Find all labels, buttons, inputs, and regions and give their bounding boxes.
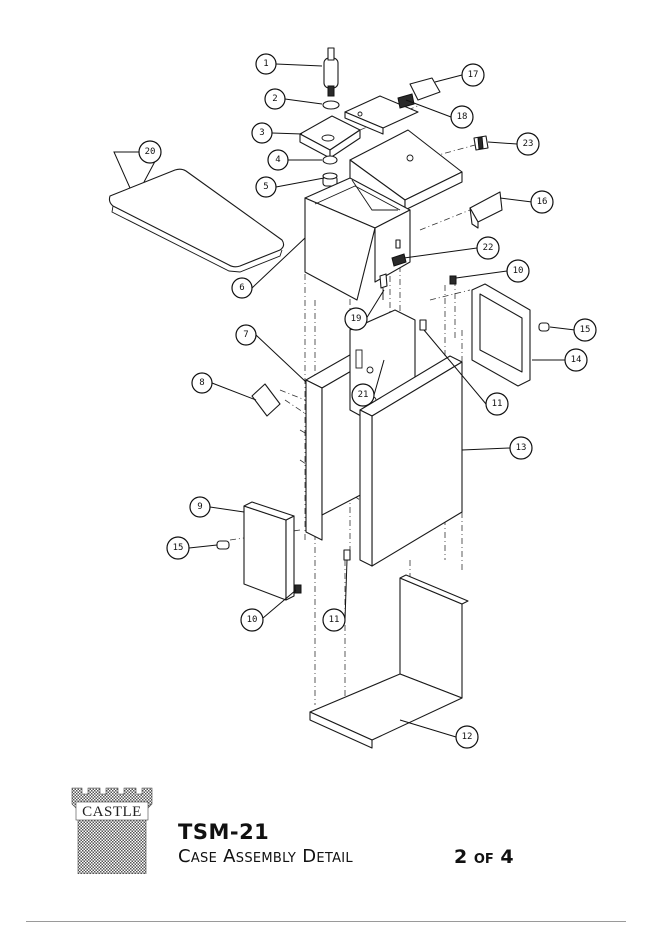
part-15-knob-right	[539, 323, 549, 331]
part-10-hinge-upper	[450, 276, 456, 284]
part-19-connector	[380, 274, 387, 300]
part-11-hinge-lower	[344, 550, 350, 560]
part-14-frame	[472, 284, 530, 386]
callout-1: 1	[256, 54, 276, 74]
part-16-bracket	[470, 192, 502, 228]
callout-11-lower: 11	[323, 609, 345, 631]
callout-6: 6	[232, 278, 252, 298]
drawing-title: Case Assembly Detail	[178, 846, 353, 867]
callout-23-label: 23	[523, 139, 534, 149]
part-17-clip	[398, 78, 440, 108]
callout-9-label: 9	[197, 502, 202, 512]
sheet-number: 2 of 4	[454, 846, 514, 868]
callout-13: 13	[510, 437, 532, 459]
callout-16-label: 16	[537, 197, 548, 207]
callout-8: 8	[192, 373, 212, 393]
model-number: TSM-21	[178, 820, 269, 844]
callout-7: 7	[236, 325, 256, 345]
callout-1-label: 1	[263, 59, 268, 69]
part-15-knob-left	[217, 541, 229, 549]
callout-18-label: 18	[457, 112, 468, 122]
part-23-block	[474, 136, 488, 150]
callout-8-label: 8	[199, 378, 204, 388]
callout-23: 23	[517, 133, 539, 155]
callout-11-lower-label: 11	[329, 615, 340, 625]
callout-14-label: 14	[571, 355, 582, 365]
callout-3-label: 3	[259, 128, 264, 138]
page-bottom-rule	[26, 921, 626, 922]
callout-22: 22	[477, 237, 499, 259]
part-9-side-door	[244, 502, 294, 600]
callout-5: 5	[256, 177, 276, 197]
callout-13-label: 13	[516, 443, 527, 453]
callout-4-label: 4	[275, 155, 280, 165]
part-10-hinge-lower	[295, 585, 301, 593]
castle-logo: CASTLE	[70, 784, 154, 874]
callout-10-upper-label: 10	[513, 266, 524, 276]
callout-19-label: 19	[351, 314, 362, 324]
callout-12: 12	[456, 726, 478, 748]
part-5-bushing	[323, 173, 337, 186]
callout-5-label: 5	[263, 182, 268, 192]
callout-11-upper: 11	[486, 393, 508, 415]
callout-4: 4	[268, 150, 288, 170]
callout-2-label: 2	[272, 94, 277, 104]
part-2-washer	[323, 101, 339, 109]
part-1-cylinder	[324, 48, 338, 96]
part-12-base	[310, 575, 468, 748]
callout-10-upper: 10	[507, 260, 529, 282]
callout-6-label: 6	[239, 283, 244, 293]
callout-9: 9	[190, 497, 210, 517]
part-3-bracket	[300, 116, 360, 158]
callout-10-lower-label: 10	[247, 615, 258, 625]
callout-2: 2	[265, 89, 285, 109]
callout-3: 3	[252, 123, 272, 143]
callout-21: 21	[352, 384, 374, 406]
part-11-hinge-upper	[420, 320, 426, 330]
callout-21-label: 21	[358, 390, 369, 400]
callout-16: 16	[531, 191, 553, 213]
callout-22-label: 22	[483, 243, 494, 253]
callout-18: 18	[451, 106, 473, 128]
callout-20: 20	[139, 141, 161, 163]
callout-17: 17	[462, 64, 484, 86]
callout-19: 19	[345, 308, 367, 330]
callout-7-label: 7	[243, 330, 248, 340]
callout-14: 14	[565, 349, 587, 371]
callout-11-upper-label: 11	[492, 399, 503, 409]
callout-15-left: 15	[167, 537, 189, 559]
callout-15-right: 15	[574, 319, 596, 341]
part-4-nut	[323, 156, 337, 164]
callout-17-label: 17	[468, 70, 479, 80]
callout-15-left-label: 15	[173, 543, 184, 553]
callout-12-label: 12	[462, 732, 473, 742]
part-8-plate	[252, 384, 280, 416]
callout-20-label: 20	[145, 147, 156, 157]
callout-15-right-label: 15	[580, 325, 591, 335]
callout-10-lower: 10	[241, 609, 263, 631]
logo-text: CASTLE	[82, 804, 142, 820]
title-block: CASTLE TSM-21 Case Assembly Detail 2 of …	[70, 780, 550, 880]
